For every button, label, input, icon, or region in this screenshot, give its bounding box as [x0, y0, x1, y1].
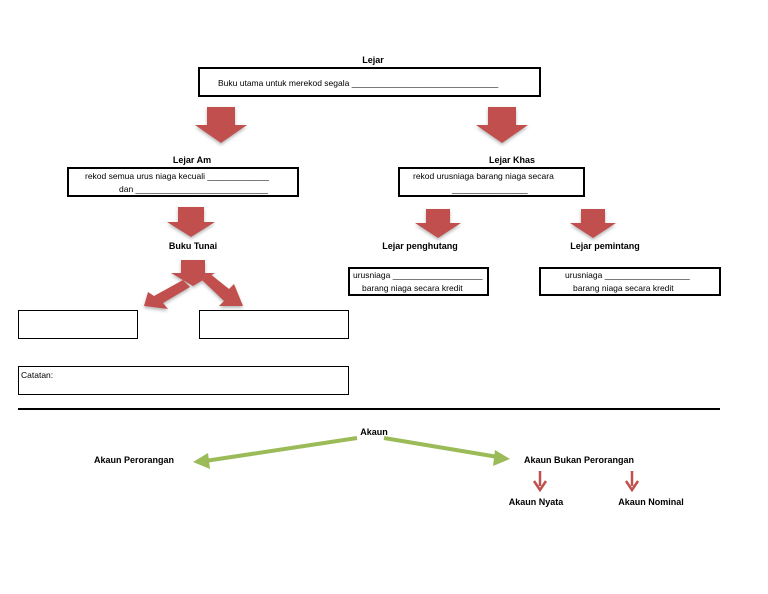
lejar-title: Lejar: [362, 55, 384, 65]
lejar-am-box: rekod semua urus niaga kecuali _________…: [67, 167, 299, 197]
lejar-khas-box: rekod urusniaga barang niaga secara ____…: [398, 167, 585, 197]
down-arrow-icon: [415, 209, 461, 238]
right-arrow-icon: [493, 450, 510, 466]
lejar-khas-line2: ________________: [452, 184, 528, 194]
right-arrow-line: [383, 436, 499, 459]
lejar-khas-line1: rekod urusniaga barang niaga secara: [413, 171, 554, 181]
answer-box-right[interactable]: [199, 310, 349, 339]
small-down-arrow-icon: [624, 480, 640, 493]
catatan-box[interactable]: Catatan:: [18, 366, 349, 395]
akaun-title: Akaun: [360, 427, 388, 437]
akaun-perorangan-label: Akaun Perorangan: [93, 455, 175, 465]
down-arrow-icon: [195, 107, 247, 143]
lejar-penghutang-box: urusniaga ___________________ barang nia…: [348, 267, 489, 296]
down-arrow-icon: [570, 209, 616, 238]
down-right-arrow-icon: [202, 273, 243, 306]
down-arrow-icon: [476, 107, 528, 143]
akaun-nominal-label: Akaun Nominal: [618, 497, 684, 507]
lejar-pemintang-line2: barang niaga secara kredit: [573, 283, 674, 293]
lejar-khas-title: Lejar Khas: [488, 155, 536, 165]
lejar-penghutang-title: Lejar penghutang: [382, 241, 458, 251]
lejar-pemintang-line1: urusniaga __________________: [565, 270, 690, 280]
lejar-box: Buku utama untuk merekod segala ________…: [198, 67, 541, 97]
lejar-am-line2: dan ____________________________: [119, 184, 268, 194]
lejar-penghutang-line1: urusniaga ___________________: [353, 270, 483, 280]
left-arrow-icon: [193, 453, 210, 469]
lejar-desc: Buku utama untuk merekod segala ________…: [218, 78, 499, 88]
down-arrow-icon: [167, 207, 215, 237]
lejar-penghutang-line2: barang niaga secara kredit: [362, 283, 463, 293]
answer-box-left[interactable]: [18, 310, 138, 339]
lejar-pemintang-box: urusniaga __________________ barang niag…: [539, 267, 721, 296]
catatan-label: Catatan:: [21, 370, 54, 380]
left-arrow-line: [204, 436, 358, 463]
lejar-am-title: Lejar Am: [172, 155, 212, 165]
down-left-arrow-icon: [144, 280, 190, 309]
small-down-arrow-icon: [532, 480, 548, 493]
akaun-nyata-label: Akaun Nyata: [508, 497, 564, 507]
lejar-am-line1: rekod semua urus niaga kecuali _________…: [85, 171, 269, 181]
buku-tunai-title: Buku Tunai: [168, 241, 218, 251]
lejar-pemintang-title: Lejar pemintang: [570, 241, 640, 251]
akaun-bukan-perorangan-label: Akaun Bukan Perorangan: [523, 455, 635, 465]
